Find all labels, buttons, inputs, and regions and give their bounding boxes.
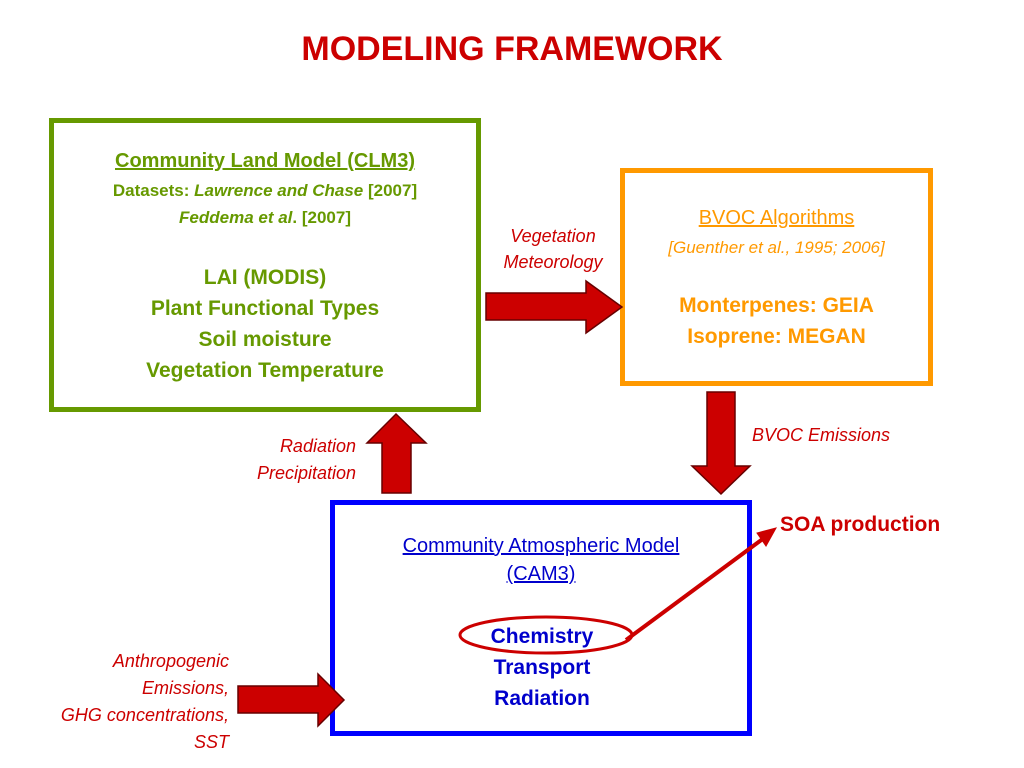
cam-item-transport: Transport <box>493 656 591 679</box>
cam-item-chemistry: Chemistry <box>490 625 594 648</box>
label-radiation: Radiation <box>279 436 356 456</box>
chemistry-ellipse <box>458 615 634 655</box>
cam-box <box>330 500 752 736</box>
cam-item-radiation: Radiation <box>494 687 590 710</box>
label-anthropogenic-4: SST <box>193 732 229 752</box>
arrow-soa <box>624 536 766 642</box>
arrow-soa-head <box>756 527 778 547</box>
cam-heading-line1: Community Atmospheric Model <box>402 535 680 557</box>
clm-datasets-authors2: Feddema et al <box>179 208 293 227</box>
clm-datasets-authors1: Lawrence and Chase <box>194 181 364 200</box>
clm-items: LAI (MODIS) Plant Functional Types Soil … <box>49 262 481 386</box>
label-soa-production: SOA production <box>780 513 941 536</box>
clm-datasets-year1: [2007] <box>363 181 418 200</box>
bvoc-box <box>620 168 933 386</box>
label-anthropogenic: Anthropogenic Emissions, GHG concentrati… <box>0 648 229 756</box>
bvoc-citation: [Guenther et al., 1995; 2006] <box>668 238 885 257</box>
bvoc-heading: BVOC Algorithms <box>698 207 855 229</box>
label-meteorology: Meteorology <box>503 252 603 272</box>
bvoc-items: Monterpenes: GEIA Isoprene: MEGAN <box>620 290 933 352</box>
cam-heading-line2: (CAM3) <box>506 563 576 585</box>
bvoc-item: Monterpenes: GEIA <box>679 294 874 317</box>
label-vegetation-meteorology: Vegetation Meteorology <box>478 223 628 275</box>
label-anthropogenic-2: Emissions, <box>141 678 229 698</box>
clm-item: LAI (MODIS) <box>203 266 327 289</box>
cam-heading: Community Atmospheric Model (CAM3) <box>330 532 752 588</box>
clm-datasets-label: Datasets: <box>112 181 195 200</box>
clm-datasets-year2: . [2007] <box>292 208 351 227</box>
clm-datasets-line: Datasets: Lawrence and Chase [2007] <box>49 181 481 201</box>
page-title: MODELING FRAMEWORK <box>301 30 723 68</box>
arrow-radiation <box>365 412 428 494</box>
label-bvoc-emissions: BVOC Emissions <box>752 425 891 445</box>
label-anthropogenic-3: GHG concentrations, <box>60 705 229 725</box>
clm-heading: Community Land Model (CLM3) <box>115 150 415 172</box>
cam-items: Chemistry Transport Radiation <box>440 621 644 714</box>
arrow-vegetation <box>485 279 624 335</box>
label-anthropogenic-1: Anthropogenic <box>112 651 229 671</box>
clm-datasets-line2: Feddema et al. [2007] <box>49 208 481 228</box>
clm-item: Vegetation Temperature <box>146 359 384 382</box>
clm-box <box>49 118 481 412</box>
label-vegetation: Vegetation <box>510 226 596 246</box>
arrow-bvoc-emissions <box>690 391 752 496</box>
label-radiation-precipitation: Radiation Precipitation <box>200 433 356 487</box>
clm-item: Soil moisture <box>198 328 332 351</box>
bvoc-item: Isoprene: MEGAN <box>687 325 866 348</box>
label-precipitation: Precipitation <box>256 463 356 483</box>
clm-item: Plant Functional Types <box>150 297 380 320</box>
arrow-anthropogenic <box>237 672 346 728</box>
